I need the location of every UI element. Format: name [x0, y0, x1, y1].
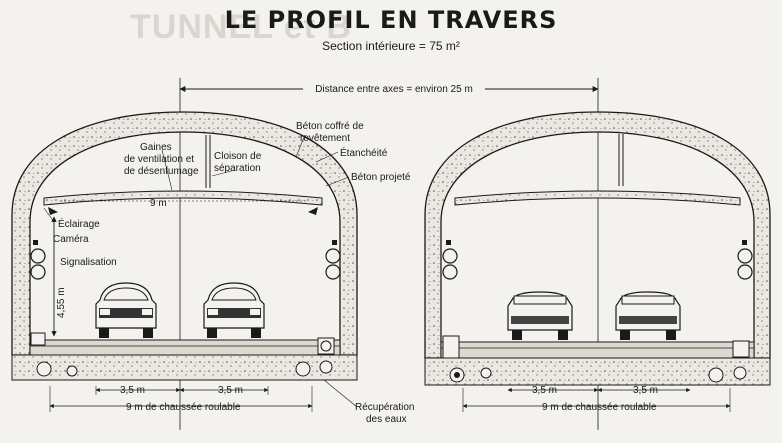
- left-lighting-icon: [48, 207, 58, 215]
- left-drain-box: [317, 337, 335, 355]
- label-eclairage: Éclairage: [58, 217, 100, 230]
- background-watermark: TUNNEL et B: [130, 8, 352, 46]
- left-service-box: [30, 332, 46, 346]
- left-signal-light-2: [30, 264, 46, 280]
- left-lane-dimensions: [49, 386, 313, 412]
- axis-distance-dimension: Distance entre axes = environ 25 m: [179, 82, 599, 96]
- right-car-2: [615, 291, 681, 340]
- label-etancheite: Étanchéité: [340, 146, 388, 159]
- label-camera: Caméra: [53, 234, 89, 245]
- label-recuperation-2: des eaux: [366, 414, 407, 425]
- label-cloison-1: Cloison de: [214, 151, 262, 162]
- label-lane-right-2: 3,5 m: [633, 385, 658, 396]
- axis-distance-label: Distance entre axes = environ 25 m: [315, 84, 473, 95]
- left-tunnel: [11, 111, 358, 408]
- label-cloison-2: séparation: [214, 163, 261, 174]
- left-drain-1: [36, 361, 52, 377]
- left-car-2: [203, 282, 265, 338]
- left-car-1: [95, 282, 157, 338]
- label-signalisation: Signalisation: [60, 257, 117, 268]
- page-title: LE PROFIL EN TRAVERS: [224, 6, 558, 34]
- left-camera-icon: [33, 240, 38, 245]
- right-tunnel-lining: [424, 111, 771, 359]
- right-car-1: [507, 291, 573, 340]
- label-gaines-2: de ventilation et: [124, 154, 194, 165]
- right-lane-dimensions: [462, 387, 731, 412]
- left-ventilation-slab: [43, 190, 323, 206]
- label-lane-left-1: 3,5 m: [120, 385, 145, 396]
- left-roadway: [29, 339, 341, 357]
- label-lane-right-1: 3,5 m: [532, 385, 557, 396]
- section-subtitle: Section intérieure = 75 m²: [322, 39, 460, 53]
- label-gaines-3: de désenfumage: [124, 166, 199, 177]
- right-tunnel: [424, 111, 771, 386]
- label-beton-coffre-2: revêtement: [300, 133, 350, 144]
- label-gaines-1: Gaines: [140, 142, 172, 153]
- left-signal-light-1: [30, 248, 46, 264]
- label-width-9m: 9 m: [150, 198, 167, 209]
- left-camera-icon-right: [332, 240, 337, 245]
- label-chaussee-left: 9 m de chaussée roulable: [126, 402, 241, 413]
- label-beton-projete: Béton projeté: [351, 172, 411, 183]
- label-height: 4,55 m: [56, 287, 67, 318]
- label-recuperation-1: Récupération: [355, 402, 414, 413]
- label-beton-coffre-1: Béton coffré de: [296, 121, 364, 132]
- label-lane-left-2: 3,5 m: [218, 385, 243, 396]
- label-chaussee-right: 9 m de chaussée roulable: [542, 402, 657, 413]
